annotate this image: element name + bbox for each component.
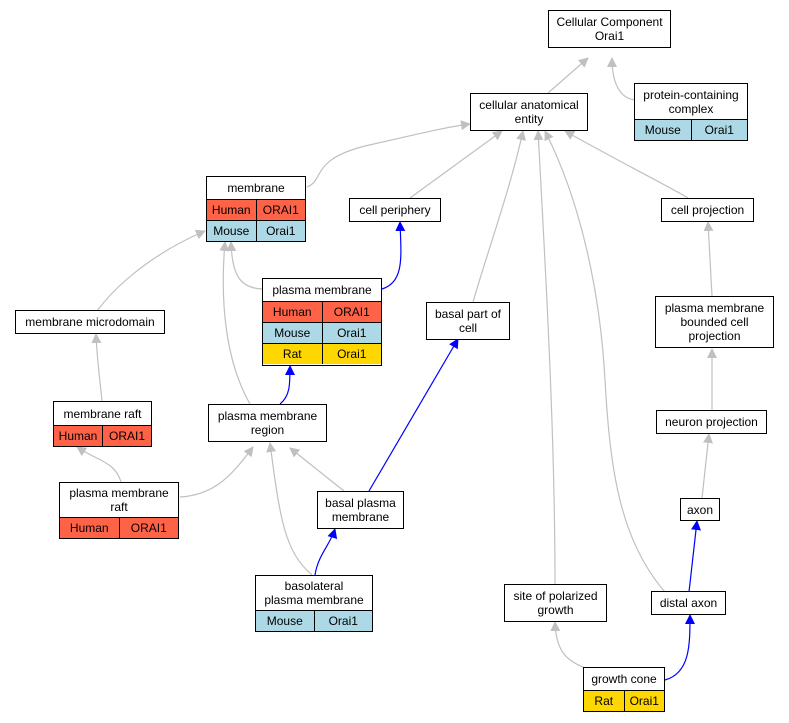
node-label: basal part of cell (434, 307, 502, 335)
species-cell: Human (263, 302, 322, 322)
node-membrane[interactable]: membrane Human ORAI1 Mouse Orai1 (206, 176, 306, 242)
annotation-row: Mouse Orai1 (263, 322, 381, 343)
node-label: growth cone (591, 672, 657, 686)
node-label: axon (686, 502, 714, 517)
node-label: neuron projection (665, 415, 758, 429)
node-cellular-component-orai1[interactable]: Cellular Component Orai1 (548, 10, 671, 48)
node-label: cell projection (670, 203, 745, 217)
species-cell: Human (207, 200, 256, 220)
node-neuron-projection[interactable]: neuron projection (656, 410, 767, 434)
gene-cell: ORAI1 (102, 426, 151, 446)
node-label: basal plasma membrane (325, 496, 396, 524)
annotation-row: Human ORAI1 (60, 517, 178, 538)
node-label: plasma membrane raft (69, 486, 169, 514)
edge-pm-to-membrane (226, 241, 263, 290)
gene-cell: ORAI1 (321, 302, 381, 322)
edge-growthcone-to-polarized (550, 621, 586, 669)
node-label: Cellular Component Orai1 (556, 15, 663, 43)
annotation-row: Human ORAI1 (54, 425, 151, 446)
edge-cae-to-root (547, 57, 589, 94)
node-growth-cone[interactable]: growth cone Rat Orai1 (583, 667, 665, 712)
node-membrane-raft[interactable]: membrane raft Human ORAI1 (53, 401, 152, 447)
annotation-row: Mouse Orai1 (207, 220, 305, 241)
gene-cell: Orai1 (690, 120, 747, 140)
edge-distalaxon-to-axon (688, 520, 701, 593)
node-label: plasma membrane region (217, 409, 318, 437)
annotation-row: Human ORAI1 (263, 301, 381, 322)
node-label: cellular anatomical entity (479, 98, 579, 126)
gene-cell: Orai1 (321, 323, 381, 343)
edge-growthcone-to-distalaxon (664, 614, 695, 681)
species-cell: Mouse (256, 611, 314, 631)
edge-pmraft-to-membraneraft (76, 446, 122, 483)
edge-basolateral-to-pmregion (266, 442, 313, 576)
node-label: basolateral plasma membrane (264, 579, 364, 607)
edge-basalpm-to-pmregion (289, 447, 345, 492)
node-plasma-membrane-raft[interactable]: plasma membrane raft Human ORAI1 (59, 482, 179, 539)
node-protein-containing-complex[interactable]: protein-containing complex Mouse Orai1 (634, 83, 748, 141)
node-plasma-membrane[interactable]: plasma membrane Human ORAI1 Mouse Orai1 … (262, 278, 382, 366)
edge-pmbcp-to-cellprojection (703, 221, 714, 297)
species-cell: Rat (263, 344, 322, 364)
species-cell: Rat (584, 691, 624, 711)
species-cell: Mouse (263, 323, 322, 343)
annotation-row: Human ORAI1 (207, 199, 305, 220)
gene-cell: Orai1 (255, 221, 305, 241)
node-plasma-membrane-bounded-cell-projection[interactable]: plasma membrane bounded cell projection (655, 296, 774, 348)
annotation-row: Mouse Orai1 (635, 119, 747, 140)
node-basolateral-plasma-membrane[interactable]: basolateral plasma membrane Mouse Orai1 (255, 575, 373, 632)
species-cell: Human (60, 518, 119, 538)
node-cell-projection[interactable]: cell projection (661, 198, 754, 222)
species-cell: Mouse (207, 221, 256, 241)
edge-cellperiphery-to-cae (409, 130, 503, 199)
edge-axon-to-neuronprojection (701, 433, 713, 499)
annotation-row: Rat Orai1 (584, 690, 664, 711)
edge-pmregion-to-membrane (219, 241, 251, 405)
node-distal-axon[interactable]: distal axon (651, 591, 726, 615)
gene-cell: Orai1 (623, 691, 664, 711)
edge-pm-to-cellperiphery (381, 221, 406, 290)
edge-pmraft-to-pmregion (179, 446, 254, 498)
edge-membraneraft-to-membranemicrodomain (91, 333, 103, 402)
node-label: plasma membrane bounded cell projection (664, 301, 765, 343)
node-axon[interactable]: axon (680, 498, 720, 521)
node-label: plasma membrane (272, 283, 372, 297)
node-label: cell periphery (359, 203, 431, 217)
gene-cell: Orai1 (321, 344, 381, 364)
gene-cell: Orai1 (313, 611, 372, 631)
node-label: site of polarized growth (513, 589, 598, 617)
annotation-row: Mouse Orai1 (256, 610, 372, 631)
node-label: membrane microdomain (25, 315, 155, 329)
node-cellular-anatomical-entity[interactable]: cellular anatomical entity (470, 93, 588, 131)
edge-pcc-to-root (607, 57, 636, 101)
edge-basolateral-to-basalpm (314, 528, 338, 576)
edge-basalpm-to-basalpart (368, 338, 459, 492)
edge-membrane-to-cae (306, 120, 471, 188)
edge-membranemicrodomain-to-membrane (96, 229, 206, 312)
edge-pmregion-to-pm (279, 365, 295, 405)
species-cell: Mouse (635, 120, 691, 140)
edge-polarized-to-cae (533, 130, 556, 585)
node-plasma-membrane-region[interactable]: plasma membrane region (208, 404, 327, 442)
edge-distalaxon-to-cae (544, 130, 666, 593)
node-membrane-microdomain[interactable]: membrane microdomain (15, 310, 165, 334)
node-label: protein-containing complex (643, 87, 739, 116)
node-label: membrane (227, 181, 285, 195)
node-basal-plasma-membrane[interactable]: basal plasma membrane (317, 491, 404, 529)
node-cell-periphery[interactable]: cell periphery (349, 198, 441, 222)
edge-cellprojection-to-cae (564, 130, 689, 199)
gene-cell: ORAI1 (118, 518, 178, 538)
gene-cell: ORAI1 (255, 200, 305, 220)
species-cell: Human (54, 426, 102, 446)
node-label: distal axon (659, 596, 718, 610)
node-basal-part-of-cell[interactable]: basal part of cell (426, 302, 510, 340)
annotation-row: Rat Orai1 (263, 343, 381, 364)
node-site-of-polarized-growth[interactable]: site of polarized growth (504, 584, 607, 622)
node-label: membrane raft (63, 406, 142, 421)
edge-basalpart-to-cae (472, 130, 526, 303)
